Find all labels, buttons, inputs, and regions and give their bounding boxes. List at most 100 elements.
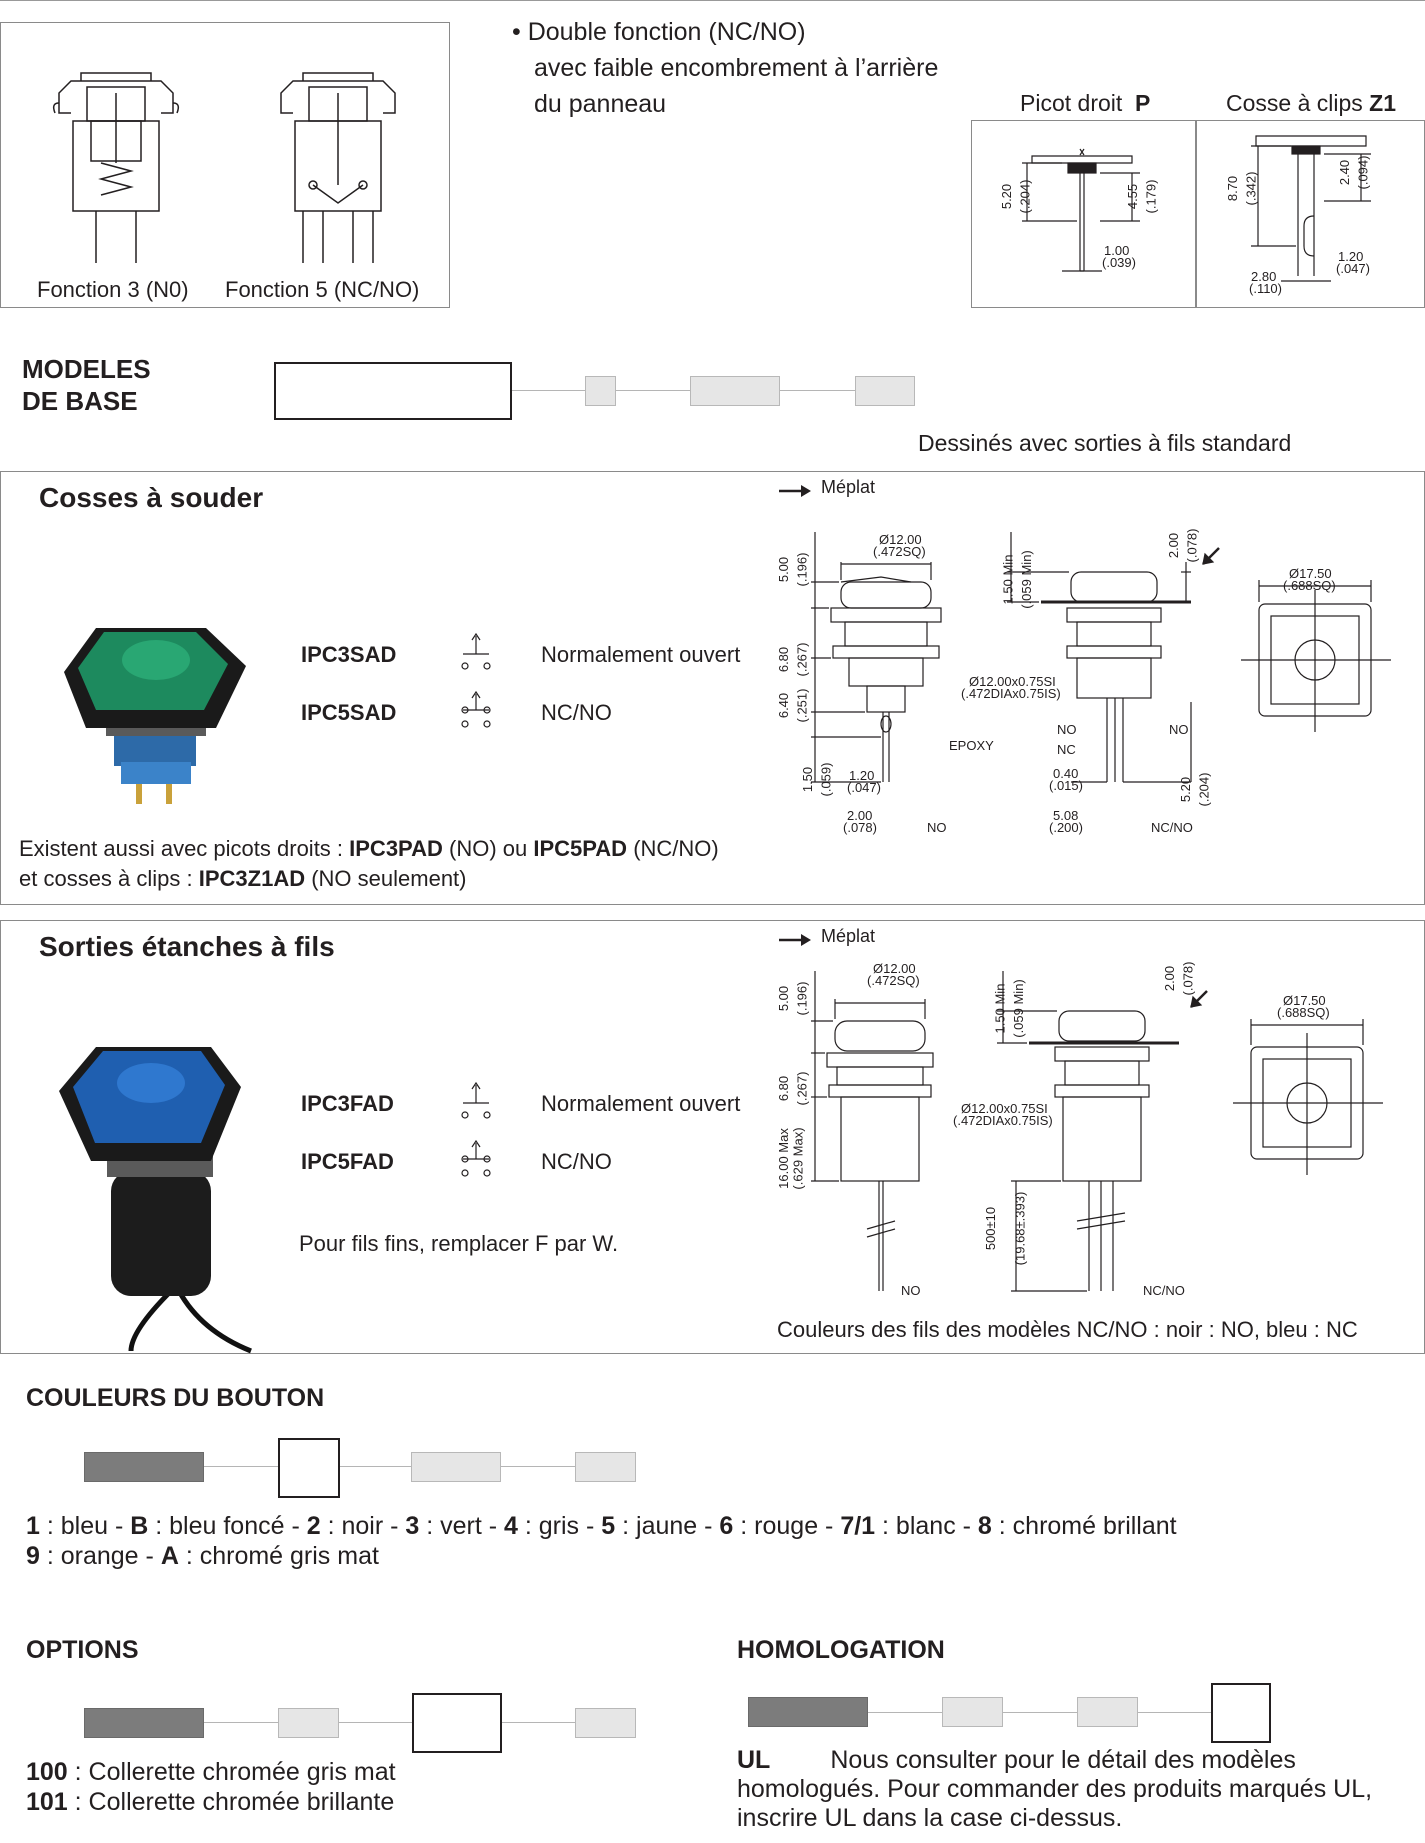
sealed-dim-d3b: (.267) (794, 1071, 810, 1106)
solder-note-1-suffix: (NC/NO) (627, 836, 719, 861)
meplat-arrow-icon-2 (779, 934, 811, 946)
solder-dim-d3: 6.80 (776, 646, 792, 673)
sealed-model-code-2: IPC5FAD (301, 1149, 394, 1174)
solder-dim-d11: 0.40 (1053, 766, 1079, 781)
solder-dim-d9: 2.00 (1166, 532, 1182, 559)
color-name: : jaune - (615, 1512, 720, 1540)
feature-line-1: • Double fonction (NC/NO) (512, 18, 806, 46)
solder-dim-d11b: (.015) (1049, 778, 1083, 793)
function5-diagram (280, 72, 396, 263)
solder-note-1-code1: IPC3PAD (349, 836, 443, 861)
solder-note-1-prefix: Existent aussi avec picots droits : (19, 836, 350, 861)
options-code-box-1[interactable] (84, 1708, 204, 1738)
solder-model-code-2: IPC5SAD (301, 700, 397, 725)
solder-dim-d13b: (.204) (1196, 772, 1212, 807)
solder-dim-d10: Ø12.00x0.75SI (969, 674, 1056, 689)
solder-dim-d13: 5.20 (1178, 776, 1194, 803)
solder-dim-d5: 1.50 (800, 766, 816, 793)
color-name: : rouge - (733, 1512, 841, 1540)
base-code-box-3[interactable] (690, 376, 780, 406)
solder-dim-d4b: (.251) (794, 688, 810, 723)
sealed-dim-d4b: (.629 Max) (790, 1127, 806, 1190)
green-button-photo (64, 628, 246, 804)
color-name: : orange - (39, 1542, 161, 1570)
color-name: : noir - (320, 1512, 406, 1540)
solder-model-code-1: IPC3SAD (301, 642, 397, 667)
colors-code-box-4[interactable] (575, 1452, 636, 1482)
option-desc: : Collerette chromée gris mat (67, 1758, 396, 1786)
homologation-code-box-main[interactable] (1211, 1683, 1271, 1743)
colors-code-box-main[interactable] (278, 1438, 340, 1498)
solder-dim-d2b: (.196) (794, 552, 810, 587)
options-code-box-4[interactable] (575, 1708, 636, 1738)
homologation-text-1: Nous consulter pour le détail des modèle… (830, 1746, 1296, 1774)
options-code-box-2[interactable] (278, 1708, 339, 1738)
color-code: 9 (26, 1542, 40, 1570)
sealed-ncno-symbol (461, 1139, 491, 1177)
options-title: OPTIONS (26, 1636, 139, 1664)
base-code-box-4[interactable] (855, 376, 915, 406)
homologation-code-box-3[interactable] (1077, 1697, 1138, 1727)
colors-line-2: 9 : orange - A : chromé gris mat (26, 1542, 379, 1571)
color-code: 2 (306, 1512, 321, 1540)
solder-dim-d8: 1.50 Min (1000, 554, 1016, 605)
color-code: 6 (719, 1512, 734, 1540)
options-code-box-main[interactable] (412, 1693, 502, 1753)
cosse-label: Cosse à clips (1226, 90, 1363, 116)
sealed-dim-d9: 2.00 (1162, 965, 1178, 992)
feature-line-3: du panneau (534, 90, 667, 118)
colors-code-box-1[interactable] (84, 1452, 204, 1482)
solder-dim-d7b: (.078) (843, 820, 877, 835)
cosse-dim-2: (.342) (1243, 171, 1259, 206)
top-rule (0, 0, 1425, 1)
solder-dim-d14b: (.688SQ) (1283, 578, 1336, 593)
homologation-ul-code: UL (737, 1746, 771, 1774)
blue-button-photo (59, 1047, 252, 1354)
cosse-header: Cosse à clips Z1 (1226, 90, 1396, 117)
function3-label: Fonction 3 (N0) (37, 277, 189, 302)
meplat-arrow-icon (779, 485, 811, 497)
function-diagrams-box: Fonction 3 (N0) Fonction 5 (NC/NO) (0, 22, 450, 308)
solder-dim-d6: 1.20 (849, 768, 875, 783)
picot-dim-2: (.204) (1017, 179, 1033, 214)
sealed-technical-drawing (811, 971, 1383, 1292)
option-code: 100 (26, 1758, 68, 1786)
solder-dim-d10b: (.472DIAx0.75IS) (961, 686, 1061, 701)
sealed-note: Pour fils fins, remplacer F par W. (299, 1231, 619, 1256)
homologation-code-box-2[interactable] (942, 1697, 1003, 1727)
picot-drawing (1022, 148, 1140, 272)
picot-code: P (1135, 90, 1151, 116)
sealed-dim-d1: Ø12.00 (873, 961, 916, 976)
sealed-dim-d2: 5.00 (776, 985, 792, 1012)
color-name: : bleu foncé - (148, 1512, 307, 1540)
colors-line-1: 1 : bleu - B : bleu foncé - 2 : noir - 3… (26, 1512, 1177, 1541)
homologation-line-2: homologués. Pour commander des produits … (737, 1775, 1373, 1803)
picot-dim-6: (.039) (1102, 255, 1136, 270)
colors-code-box-3[interactable] (411, 1452, 501, 1482)
solder-dim-d9b: (.078) (1184, 528, 1200, 563)
base-code-box-main[interactable] (274, 362, 512, 420)
color-code: B (130, 1512, 149, 1540)
solder-dim-d12: 5.08 (1053, 808, 1079, 823)
cosse-drawing (1251, 135, 1371, 282)
function5-label: Fonction 5 (NC/NO) (225, 277, 420, 302)
cosse-dim-1: 8.70 (1225, 175, 1241, 202)
homologation-line-1: UL Nous consulter pour le détail des modè… (737, 1746, 1296, 1775)
cosse-dim-8: (.110) (1249, 281, 1282, 296)
solder-title: Cosses à souder (39, 482, 264, 513)
picot-label: Picot droit (1020, 90, 1123, 116)
solder-dim-d2: 5.00 (776, 556, 792, 583)
solder-no-symbol (461, 632, 491, 670)
solder-dim-d4: 6.40 (776, 692, 792, 719)
solder-note-1-code2: IPC5PAD (533, 836, 628, 861)
homologation-code-box-1[interactable] (748, 1697, 868, 1727)
solder-ncno-symbol (461, 690, 491, 728)
color-name: : vert - (419, 1512, 505, 1540)
cosse-dim-3: 2.40 (1337, 159, 1353, 186)
base-code-box-2[interactable] (585, 376, 616, 406)
solder-meplat-label: Méplat (821, 477, 876, 497)
solder-model-desc-2: NC/NO (541, 700, 612, 725)
cosse-dim-7: 2.80 (1251, 269, 1277, 284)
homologation-line-3: inscrire UL dans la case ci-dessus. (737, 1804, 1123, 1832)
solder-dim-d8b: (.059 Min) (1018, 550, 1034, 609)
